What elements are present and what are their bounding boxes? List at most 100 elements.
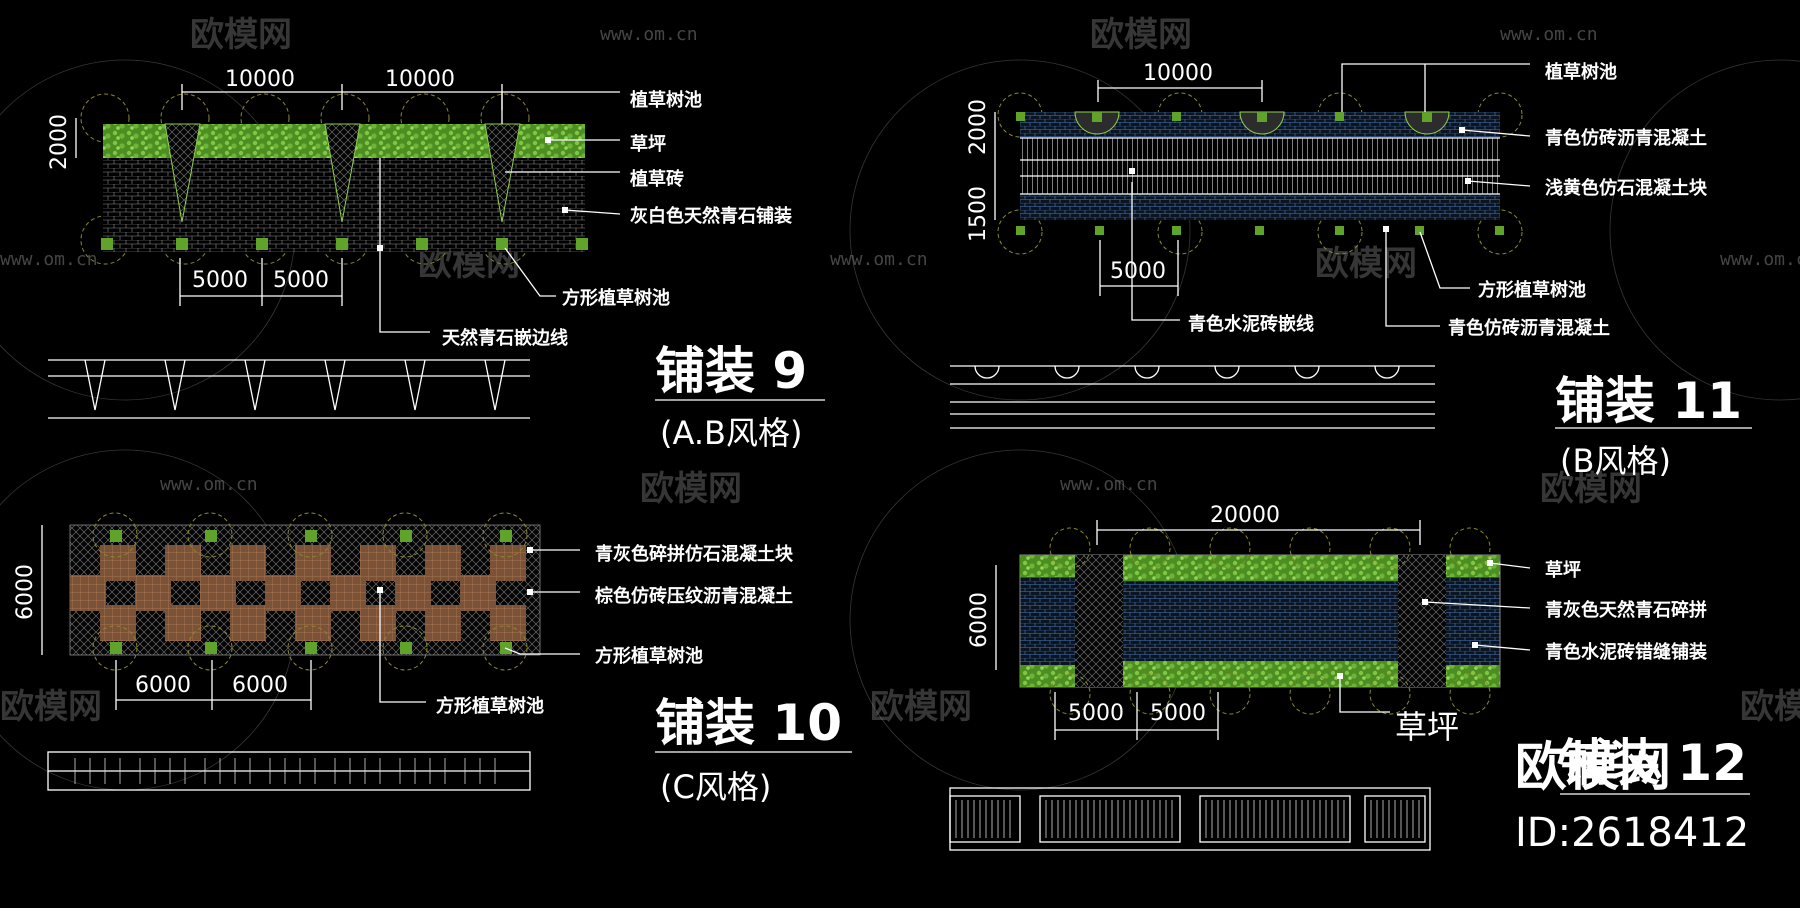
brand-name: 欧模网 bbox=[1515, 738, 1671, 798]
callout-label: 草坪 bbox=[630, 133, 666, 155]
dim-label: 5000 bbox=[1110, 259, 1166, 284]
watermark-brand: 欧模网 bbox=[1090, 15, 1192, 55]
leader-line bbox=[504, 247, 556, 297]
leader-line bbox=[1339, 676, 1390, 713]
leader-dot bbox=[377, 587, 383, 593]
panel-paving-12: 20000 5000 5000 6000 草坪 青灰色天然青石碎拼 青色水泥砖错… bbox=[949, 503, 1750, 851]
callout-label: 青色仿砖沥青混凝土 bbox=[1448, 317, 1610, 339]
dim-label: 6000 bbox=[232, 673, 288, 698]
callout-label: 天然青石嵌边线 bbox=[442, 327, 568, 349]
lawn-edge bbox=[1446, 555, 1500, 577]
section-strip bbox=[950, 365, 1435, 429]
callout-label: 方形植草树池 bbox=[562, 287, 670, 309]
leader-line bbox=[1424, 601, 1531, 609]
dim-label: 5000 bbox=[192, 268, 248, 293]
yellow-stone-band bbox=[1020, 138, 1500, 194]
watermark-url: www.om.cn bbox=[1500, 24, 1598, 45]
leader-line bbox=[1419, 231, 1470, 289]
square-planter bbox=[256, 238, 268, 250]
tree-canopy-group bbox=[92, 512, 528, 671]
tree-canopy-group bbox=[1049, 527, 1491, 715]
panel-subtitle: (B风格) bbox=[1560, 442, 1671, 480]
callout-label: 棕色仿砖压纹沥青混凝土 bbox=[595, 585, 793, 607]
tree-canopy bbox=[1477, 92, 1523, 138]
leader-dot bbox=[1487, 560, 1493, 566]
callout-label-large: 草坪 bbox=[1395, 708, 1459, 746]
square-planter-row bbox=[110, 530, 512, 654]
leader-dot bbox=[545, 137, 551, 143]
leader-line bbox=[379, 590, 426, 703]
leader-dot bbox=[1459, 127, 1465, 133]
panel-title: 铺装 10 bbox=[655, 694, 842, 752]
callout-label: 方形植草树池 bbox=[595, 645, 703, 667]
grass-brick-wedge bbox=[164, 123, 201, 223]
dim-label: 6000 bbox=[967, 592, 992, 648]
square-planter bbox=[336, 238, 348, 250]
arched-planter bbox=[1239, 111, 1285, 135]
tree-canopy bbox=[1317, 209, 1363, 255]
lawn-edge bbox=[1123, 661, 1398, 687]
watermark-brand: 欧模网 bbox=[870, 687, 972, 727]
watermark-brand: 欧模网 bbox=[1315, 244, 1417, 284]
watermark-url: www.om.cn bbox=[1060, 474, 1158, 495]
callout-label: 青灰色天然青石碎拼 bbox=[1545, 599, 1707, 621]
callout-label: 青色水泥砖错缝铺装 bbox=[1545, 641, 1707, 663]
dim-label: 20000 bbox=[1210, 503, 1280, 528]
watermark-brand: 欧模网 bbox=[640, 469, 742, 509]
dim-label: 5000 bbox=[273, 268, 329, 293]
tree-canopy bbox=[1477, 209, 1523, 255]
dim-label: 10000 bbox=[385, 67, 455, 92]
panel-paving-10: 6000 6000 6000 青灰色碎拼仿石混凝土块 棕色仿砖压纹沥青混凝土 方… bbox=[13, 512, 852, 806]
leader-dot bbox=[1422, 599, 1428, 605]
callout-label: 植草树池 bbox=[630, 89, 702, 111]
asphalt-brick-band bbox=[1020, 194, 1500, 220]
dim-label: 5000 bbox=[1068, 701, 1124, 726]
square-planter bbox=[176, 238, 188, 250]
callout-label: 青色仿砖沥青混凝土 bbox=[1545, 127, 1707, 149]
lawn-edge bbox=[1123, 555, 1398, 581]
leader-line bbox=[504, 647, 580, 655]
watermark-url: www.om.cn bbox=[830, 249, 928, 270]
leader-line bbox=[564, 209, 621, 215]
leader-line bbox=[1131, 182, 1180, 321]
panel-subtitle: (C风格) bbox=[660, 768, 771, 806]
watermark-ring bbox=[1609, 59, 1800, 401]
brand-stamp: 欧模网 ID:2618412 bbox=[1515, 738, 1749, 856]
section-strip bbox=[949, 787, 1431, 851]
square-planter bbox=[496, 238, 508, 250]
watermark-url: www.om.cn bbox=[1720, 249, 1800, 270]
callout-label: 方形植草树池 bbox=[436, 695, 544, 717]
leader-line bbox=[1341, 63, 1530, 112]
crazy-stone-band bbox=[1398, 555, 1446, 687]
arched-planter-row bbox=[1074, 111, 1450, 135]
lawn-edge bbox=[1446, 665, 1500, 687]
crazy-stone-band bbox=[1075, 555, 1123, 687]
leader-line bbox=[1474, 644, 1531, 651]
leader-dot bbox=[527, 589, 533, 595]
callout-label: 灰白色天然青石铺装 bbox=[630, 205, 792, 227]
dim-label: 10000 bbox=[225, 67, 295, 92]
dim-label: 6000 bbox=[13, 564, 38, 620]
tree-canopy bbox=[1157, 209, 1203, 255]
leader-dot bbox=[562, 207, 568, 213]
arched-planter bbox=[1074, 111, 1120, 135]
lawn-edge bbox=[1020, 555, 1075, 577]
dim-label: 1500 bbox=[966, 186, 991, 242]
leader-dot bbox=[1337, 673, 1343, 679]
leader-dot bbox=[1472, 642, 1478, 648]
watermark-brand: 欧模网 bbox=[1740, 687, 1800, 727]
callout-label: 青灰色碎拼仿石混凝土块 bbox=[595, 543, 794, 565]
dim-label: 10000 bbox=[1143, 61, 1213, 86]
leader-line bbox=[501, 91, 620, 124]
leader-dot bbox=[1383, 226, 1389, 232]
leader-line bbox=[1489, 562, 1531, 569]
square-planter bbox=[101, 238, 113, 250]
watermark-url: www.om.cn bbox=[600, 24, 698, 45]
square-planter bbox=[576, 238, 588, 250]
square-planter-row bbox=[1016, 112, 1504, 235]
square-planter-row bbox=[101, 238, 588, 250]
section-strip bbox=[48, 359, 530, 419]
brown-checker-group bbox=[70, 545, 526, 641]
leader-dot bbox=[1129, 168, 1135, 174]
